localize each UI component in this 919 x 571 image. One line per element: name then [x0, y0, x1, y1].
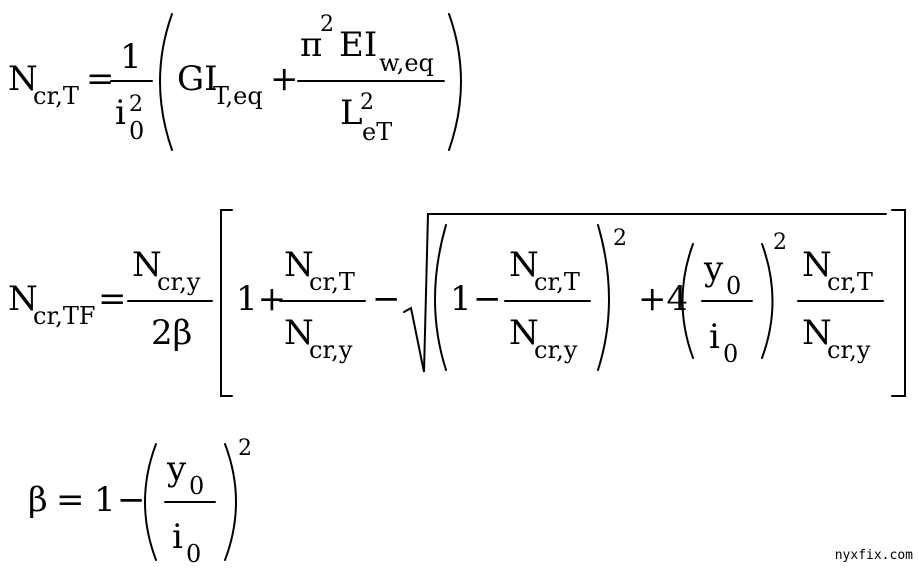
eq2-frac1-denominator-subscript: cr,y — [309, 336, 353, 364]
eq2-right-bracket — [891, 209, 906, 397]
eq1-fraction-denominator: i — [115, 93, 126, 133]
eq1-fraction-numerator: 1 — [120, 37, 142, 77]
eq2-right-paren-2 — [761, 243, 774, 359]
eq2-square-b: 2 — [773, 230, 787, 255]
eq1-pi: π — [300, 25, 323, 65]
eq2-frac1-numerator: N — [284, 245, 314, 285]
eq2-plus-four: +4 — [638, 279, 689, 319]
eq3-right-paren — [224, 443, 237, 561]
eq2-frac3-denominator-subscript: 0 — [723, 340, 739, 368]
eq1-denominator-superscript: 2 — [129, 92, 143, 117]
eq2-frac1-numerator-subscript: cr,T — [309, 268, 355, 296]
eq2-frac3-numerator: y — [704, 249, 724, 289]
eq3-beta: β — [28, 480, 48, 520]
eq3-denominator: i — [172, 517, 183, 557]
eq1-left-paren — [159, 13, 173, 151]
eq2-frac4-denominator-subscript: cr,y — [827, 336, 871, 364]
eq2-inner-minus: − — [473, 279, 502, 319]
eq2-denominator: 2β — [151, 313, 193, 353]
eq3-denominator-subscript: 0 — [186, 540, 202, 568]
eq2-frac2-denominator: N — [509, 313, 539, 353]
eq2-lhs-symbol: N — [8, 279, 38, 319]
eq2-frac3-denominator: i — [709, 317, 720, 357]
eq2-left-paren-1 — [434, 224, 447, 371]
eq2-frac4-denominator: N — [802, 313, 832, 353]
eq1-term-gi-subscript: T,eq — [213, 82, 263, 110]
eq1-length-superscript: 2 — [360, 90, 374, 115]
eq2-right-paren-1 — [597, 224, 610, 371]
eq2-equals: = — [98, 279, 127, 319]
eq2-frac1-denominator: N — [284, 313, 314, 353]
eq1-length-subscript: eT — [362, 118, 393, 146]
eq3-left-paren — [144, 443, 157, 561]
eq3-numerator: y — [167, 449, 187, 489]
eq2-frac4-numerator-subscript: cr,T — [827, 268, 873, 296]
eq3-equals: = — [56, 480, 85, 520]
eq1-term-gi: GI — [177, 59, 218, 99]
eq2-inner-one: 1 — [450, 279, 472, 319]
eq1-ei: EI — [339, 25, 378, 65]
watermark: nyxfix.com — [834, 548, 913, 563]
eq2-frac3-numerator-subscript: 0 — [726, 272, 742, 300]
eq2-radical — [403, 213, 887, 373]
eq3-one: 1 — [94, 480, 116, 520]
eq3-numerator-subscript: 0 — [189, 472, 205, 500]
eq2-numerator-subscript: cr,y — [157, 268, 201, 296]
eq1-plus: + — [270, 59, 299, 99]
eq1-pi-superscript: 2 — [320, 12, 334, 37]
eq2-left-paren-2 — [681, 243, 694, 359]
eq2-minus: − — [372, 279, 401, 319]
eq2-frac2-numerator-subscript: cr,T — [534, 268, 580, 296]
eq1-ei-subscript: w,eq — [379, 49, 434, 77]
eq2-left-bracket — [220, 209, 233, 397]
eq2-frac4-numerator: N — [802, 245, 832, 285]
eq2-frac2-numerator: N — [509, 245, 539, 285]
eq1-length: L — [340, 93, 363, 133]
eq2-numerator: N — [132, 245, 162, 285]
eq1-denominator-subscript: 0 — [129, 117, 145, 145]
eq1-lhs-symbol: N — [8, 59, 38, 99]
eq1-lhs-subscript: cr,T — [33, 82, 79, 110]
eq2-square-a: 2 — [613, 226, 627, 251]
eq1-equals: = — [86, 59, 115, 99]
eq2-lhs-subscript: cr,TF — [33, 302, 96, 330]
eq2-frac2-denominator-subscript: cr,y — [534, 336, 578, 364]
eq3-square: 2 — [238, 436, 252, 461]
eq2-one-plus: 1+ — [236, 279, 287, 319]
eq1-right-paren — [448, 13, 462, 151]
eq3-minus: − — [117, 480, 146, 520]
